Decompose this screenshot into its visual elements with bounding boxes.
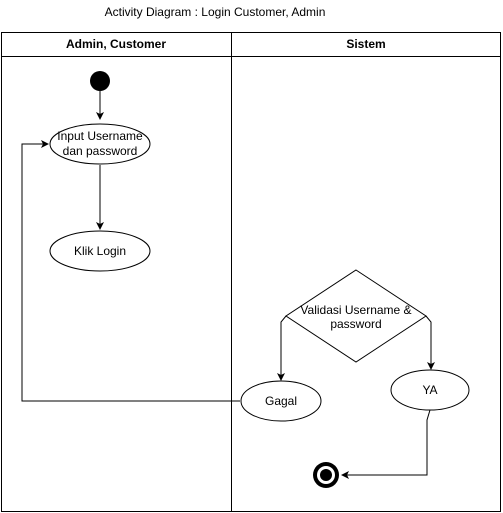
node-ya-label: YA (422, 383, 437, 397)
lane-header-sistem: Sistem (346, 37, 385, 51)
end-node (313, 462, 339, 488)
start-node (90, 71, 110, 91)
lane-header-admin-customer: Admin, Customer (66, 37, 166, 51)
decision-validasi-line1: Validasi Username & (300, 303, 411, 317)
diagram-title: Activity Diagram : Login Customer, Admin (105, 5, 326, 19)
edge-ya-to-end (341, 409, 431, 479)
edge-validasi-to-gagal (277, 315, 287, 381)
swimlane-frame (1, 32, 501, 512)
node-gagal: Gagal (240, 380, 322, 422)
node-input-username: Input Username dan password (49, 123, 151, 165)
node-klik-login-label: Klik Login (74, 244, 126, 258)
node-klik-login: Klik Login (49, 230, 151, 272)
node-gagal-label: Gagal (265, 394, 297, 408)
node-ya: YA (390, 369, 470, 411)
node-input-username-line2: dan password (63, 144, 138, 158)
node-input-username-line1: Input Username (57, 129, 143, 143)
decision-validasi-line2: password (330, 317, 381, 331)
edge-gagal-to-input (21, 140, 240, 402)
decision-validasi: Validasi Username & password (285, 269, 427, 363)
edge-validasi-to-ya (425, 315, 435, 370)
